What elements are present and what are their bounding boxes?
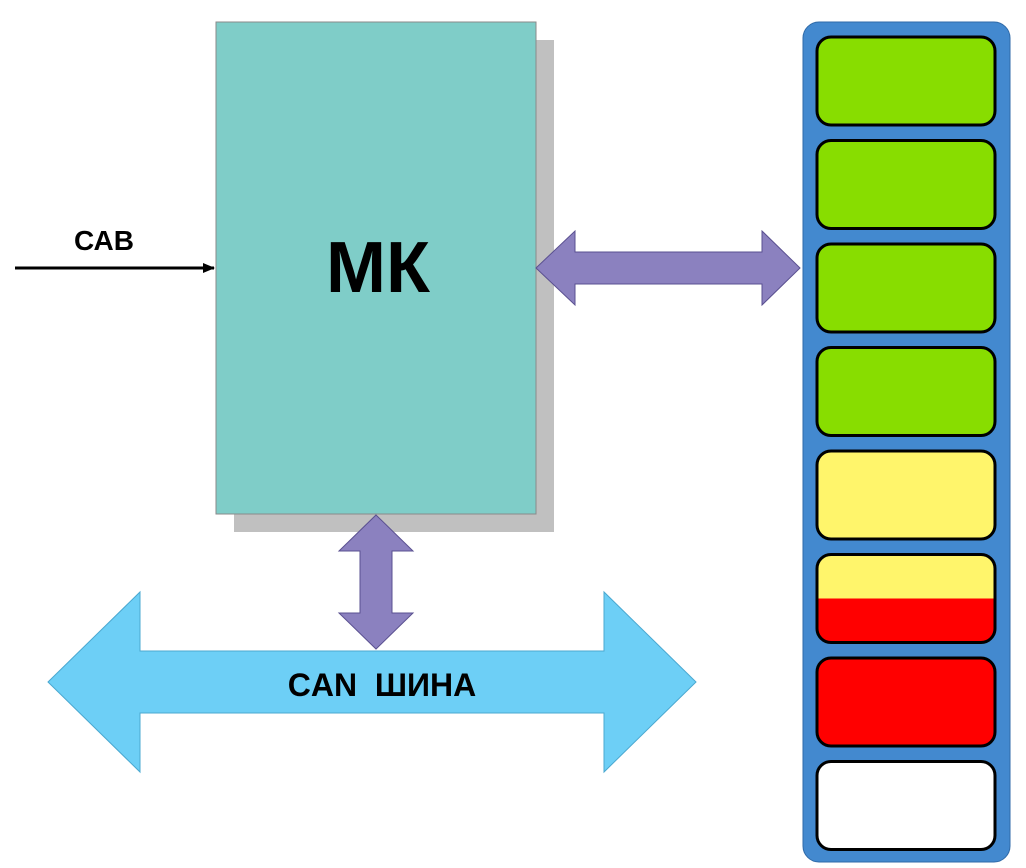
mcu-label: МК: [326, 228, 431, 308]
indicator-segment-outline: [815, 449, 997, 541]
indicator-frame: [802, 21, 1011, 863]
indicator-segment-outline: [815, 242, 997, 334]
indicator-segment-fill: [817, 244, 995, 332]
indicator-segment-fill: [817, 598, 995, 643]
can-bus-label: CAN ШИНА: [288, 667, 476, 703]
indicator-segment-fill: [817, 347, 995, 436]
indicator-segment: [815, 242, 997, 334]
indicator-segment: [815, 139, 997, 230]
indicator-segments: [815, 35, 997, 851]
input-label: САВ: [74, 225, 134, 256]
indicator-segment-fill: [817, 761, 995, 850]
indicator-segment: [815, 656, 997, 748]
indicator-segment-outline: [815, 553, 997, 644]
indicator-segment: [815, 35, 997, 127]
indicator-segment-outline: [815, 139, 997, 230]
indicator-segment-fill: [817, 658, 995, 746]
indicator-segment-fill: [817, 554, 995, 599]
indicator-segment-outline: [815, 760, 997, 851]
indicator-segment-fill: [817, 37, 995, 125]
indicator-segment-fill: [817, 451, 995, 539]
indicator-segment-outline: [815, 346, 997, 437]
indicator-segment-fill: [817, 140, 995, 229]
mcu-box: [215, 21, 537, 515]
mcu-bus-link-arrow: [337, 514, 415, 650]
mcu-indicator-link-arrow: [535, 229, 801, 307]
indicator-segment: [815, 449, 997, 541]
can-bus-arrow: [47, 590, 697, 774]
indicator-segment-outline: [815, 35, 997, 127]
indicator-segment-outline: [815, 656, 997, 748]
indicator-segment: [815, 346, 997, 437]
indicator-segment: [815, 760, 997, 851]
indicator-segment: [815, 553, 997, 644]
